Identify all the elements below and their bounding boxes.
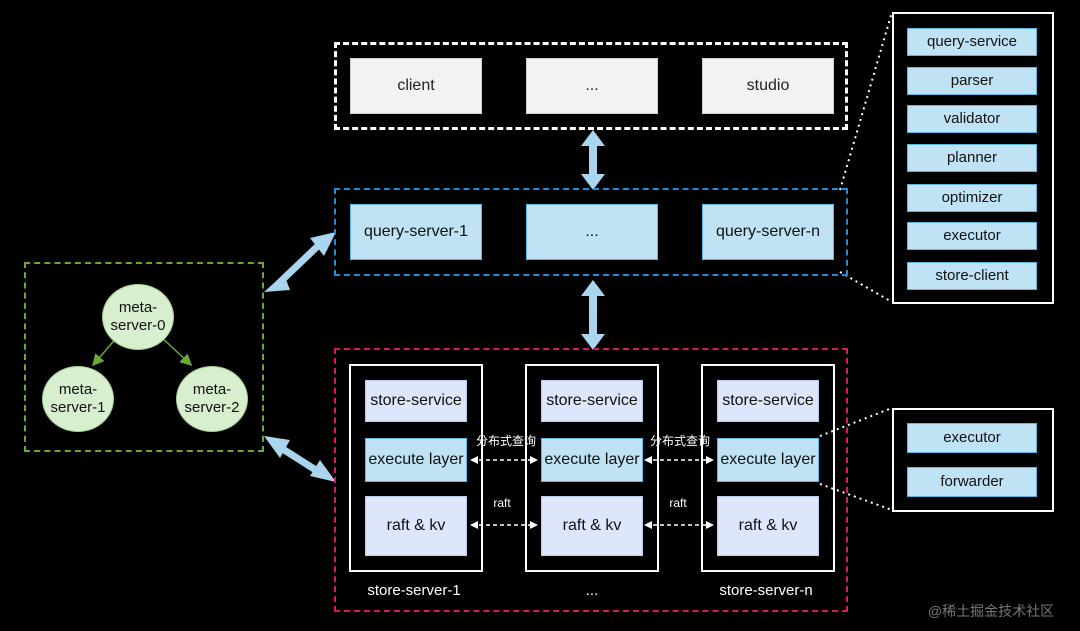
meta-tier (24, 262, 264, 452)
meta-tree-edge-right (159, 335, 193, 367)
distributed-query-label: 分布式查询 (475, 433, 536, 448)
query-server-n-box[interactable]: query-server-n (702, 204, 834, 260)
store-service-box[interactable]: store-service (717, 380, 819, 422)
store-service-box[interactable]: store-service (541, 380, 643, 422)
client-tier (334, 42, 848, 130)
validator-item[interactable]: validator (907, 105, 1037, 133)
store-server-1-label: store-server-1 (367, 582, 461, 599)
query-tier (334, 188, 848, 276)
execute-layer-box[interactable]: execute layer (717, 438, 819, 482)
meta-server-0-node[interactable]: meta-server-0 (102, 284, 174, 350)
query-store-arrow (581, 280, 605, 350)
forwarder-item[interactable]: forwarder (907, 467, 1037, 497)
store-server-1-column (349, 364, 483, 572)
client-box[interactable]: client (350, 58, 482, 114)
query-server-1-box[interactable]: query-server-1 (350, 204, 482, 260)
store-server-n-column (701, 364, 835, 572)
executor-item[interactable]: executor (907, 222, 1037, 250)
store-server-ellipsis-column (525, 364, 659, 572)
store-server-ellipsis-label: ... (585, 582, 599, 599)
raft-kv-box[interactable]: raft & kv (365, 496, 467, 556)
execute-layer-box[interactable]: execute layer (541, 438, 643, 482)
store-client-item[interactable]: store-client (907, 262, 1037, 290)
query-server-ellipsis-box[interactable]: ... (526, 204, 658, 260)
meta-store-arrow (264, 436, 336, 482)
meta-server-2-node[interactable]: meta-server-2 (176, 366, 248, 432)
watermark-text: @稀土掘金技术社区 (927, 602, 1055, 619)
query-service-item[interactable]: query-service (907, 28, 1037, 56)
raft-kv-box[interactable]: raft & kv (541, 496, 643, 556)
meta-query-arrow (264, 232, 336, 292)
parser-item[interactable]: parser (907, 67, 1037, 95)
executor-item[interactable]: executor (907, 423, 1037, 453)
raft-link-label: raft (669, 495, 687, 510)
planner-item[interactable]: planner (907, 144, 1037, 172)
optimizer-item[interactable]: optimizer (907, 184, 1037, 212)
detail-callout-lines (819, 11, 893, 511)
store-tier (334, 348, 848, 612)
distributed-query-label: 分布式查询 (649, 433, 710, 448)
meta-server-1-node[interactable]: meta-server-1 (42, 366, 114, 432)
raft-kv-box[interactable]: raft & kv (717, 496, 819, 556)
client-ellipsis-box[interactable]: ... (526, 58, 658, 114)
store-server-n-label: store-server-n (719, 582, 813, 599)
raft-link-label: raft (493, 495, 511, 510)
execute-layer-box[interactable]: execute layer (365, 438, 467, 482)
client-query-arrow (581, 130, 605, 190)
store-service-box[interactable]: store-service (365, 380, 467, 422)
studio-box[interactable]: studio (702, 58, 834, 114)
store-peer-heads (470, 456, 714, 529)
